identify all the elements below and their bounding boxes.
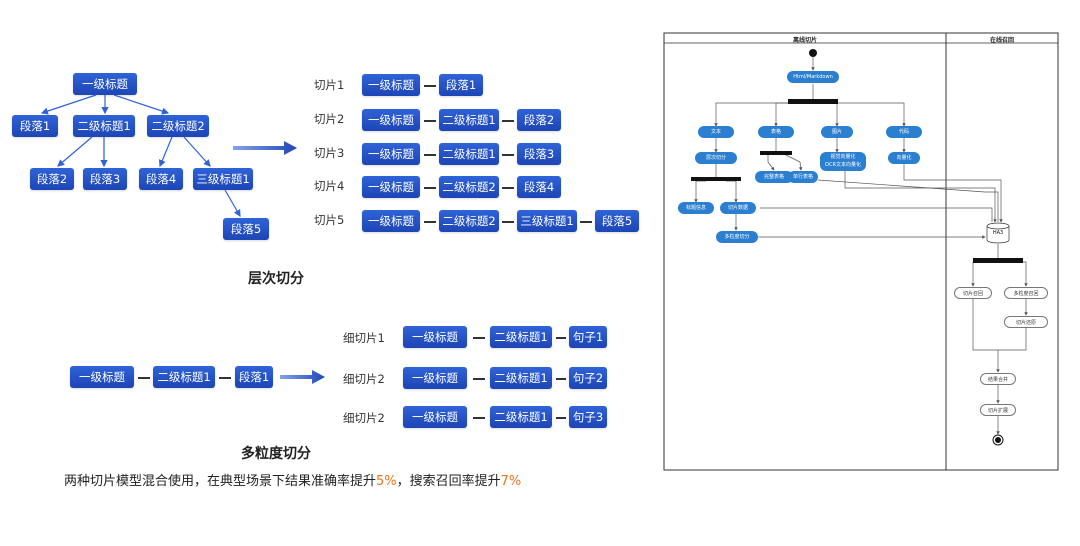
lane-offline: 离线切片 [792, 37, 817, 44]
summary-caption: 两种切片模型混合使用，在典型场景下结果准确率提升5%，搜索召回率提升7% [64, 470, 521, 489]
node-slice-data: 切片数据 [720, 202, 756, 214]
node-full-table: 完整表格 [755, 171, 793, 183]
fine-slice-connector [473, 337, 485, 339]
node-expand: 切片扩展 [980, 404, 1016, 416]
hierarchy-title: 层次切分 [248, 271, 304, 287]
slice-label: 切片5 [314, 213, 345, 227]
slice-connector [502, 221, 514, 223]
fine-slice-box: 一级标题 [403, 406, 467, 428]
uml-frame [663, 32, 1059, 471]
slice-label: 切片3 [314, 146, 345, 160]
node-multi-split: 多粒度切分 [716, 231, 758, 243]
fine-slice-box: 二级标题1 [490, 406, 552, 428]
node-slice-back: 切片还原 [1004, 316, 1048, 328]
tree-node-p5: 段落5 [223, 218, 269, 240]
node-hier-split: 层次切分 [695, 152, 737, 164]
fine-slice-label: 细切片2 [343, 372, 385, 386]
slice-box: 一级标题 [362, 74, 420, 96]
fine-slice-connector [556, 378, 566, 380]
lane-online: 在线召回 [989, 37, 1014, 44]
node-vision-vec: 视觉向量化 OCR文本向量化 [820, 152, 866, 171]
node-image: 图片 [821, 126, 853, 138]
node-code: 代码 [886, 126, 922, 138]
slice-box: 段落2 [517, 109, 561, 131]
caption-mid: ，搜索召回率提升 [396, 474, 501, 489]
slice-box: 一级标题 [362, 143, 420, 165]
source-connector [138, 377, 150, 379]
slice-box: 一级标题 [362, 176, 420, 198]
source-connector [219, 377, 231, 379]
slice-label: 切片1 [314, 78, 345, 92]
slice-box: 二级标题2 [439, 210, 499, 232]
node-html-md: Html/Markdown [787, 71, 839, 83]
node-row-table: 单行表格 [788, 171, 818, 183]
arrow-granular [280, 370, 325, 384]
slice-label: 切片2 [314, 112, 345, 126]
slice-box: 段落3 [517, 143, 561, 165]
source-box: 段落1 [235, 366, 273, 388]
slice-box: 三级标题1 [517, 210, 577, 232]
fine-slice-box: 句子3 [569, 406, 607, 428]
slice-connector [502, 187, 514, 189]
slice-box: 段落1 [439, 74, 483, 96]
caption-prefix: 两种切片模型混合使用，在典型场景下结果准确率提升 [64, 474, 377, 489]
source-box: 一级标题 [70, 366, 134, 388]
tree-node-p1: 段落1 [12, 115, 58, 137]
fine-slice-box: 二级标题1 [490, 326, 552, 348]
slice-box: 段落5 [595, 210, 639, 232]
fine-slice-connector [556, 337, 566, 339]
slice-box: 段落4 [517, 176, 561, 198]
slice-box: 二级标题1 [439, 109, 499, 131]
arrow-hierarchy [233, 141, 297, 155]
slice-box: 一级标题 [362, 210, 420, 232]
tree-node-p4: 段落4 [139, 168, 183, 190]
fine-slice-label: 细切片1 [343, 331, 385, 345]
fine-slice-box: 句子1 [569, 326, 607, 348]
tree-node-h3-1: 三级标题1 [193, 168, 253, 190]
slice-connector [580, 221, 592, 223]
slice-connector [424, 221, 436, 223]
ha3-database [986, 222, 1010, 244]
fine-slice-connector [473, 378, 485, 380]
node-title-info: 标题信息 [678, 202, 714, 214]
slice-box: 二级标题1 [439, 143, 499, 165]
fine-slice-box: 一级标题 [403, 326, 467, 348]
node-multi-recall: 多粒度召回 [1004, 287, 1048, 299]
slice-box: 二级标题2 [439, 176, 499, 198]
slice-connector [424, 187, 436, 189]
slice-connector [424, 154, 436, 156]
node-table: 表格 [758, 126, 794, 138]
node-slice-recall: 切片召回 [954, 287, 992, 299]
accuracy-gain: 5% [376, 474, 397, 489]
fine-slice-connector [473, 417, 485, 419]
slice-box: 一级标题 [362, 109, 420, 131]
node-vectorize: 向量化 [888, 152, 920, 164]
tree-root: 一级标题 [73, 73, 137, 95]
node-merge: 结果合并 [980, 373, 1016, 385]
slice-connector [502, 120, 514, 122]
slice-connector [502, 154, 514, 156]
slice-connector [424, 85, 436, 87]
fine-slice-connector [556, 417, 566, 419]
node-ha3: HA3 [992, 230, 1004, 236]
fine-slice-box: 句子2 [569, 367, 607, 389]
tree-node-h2-2: 二级标题2 [147, 115, 209, 137]
node-text: 文本 [698, 126, 734, 138]
fine-slice-label: 细切片2 [343, 411, 385, 425]
fine-slice-box: 二级标题1 [490, 367, 552, 389]
slice-connector [424, 120, 436, 122]
source-box: 二级标题1 [153, 366, 215, 388]
recall-gain: 7% [500, 474, 522, 489]
tree-node-p3: 段落3 [83, 168, 127, 190]
tree-node-p2: 段落2 [30, 168, 74, 190]
fine-slice-box: 一级标题 [403, 367, 467, 389]
slice-label: 切片4 [314, 179, 345, 193]
tree-node-h2-1: 二级标题1 [73, 115, 135, 137]
granular-title: 多粒度切分 [241, 446, 311, 462]
